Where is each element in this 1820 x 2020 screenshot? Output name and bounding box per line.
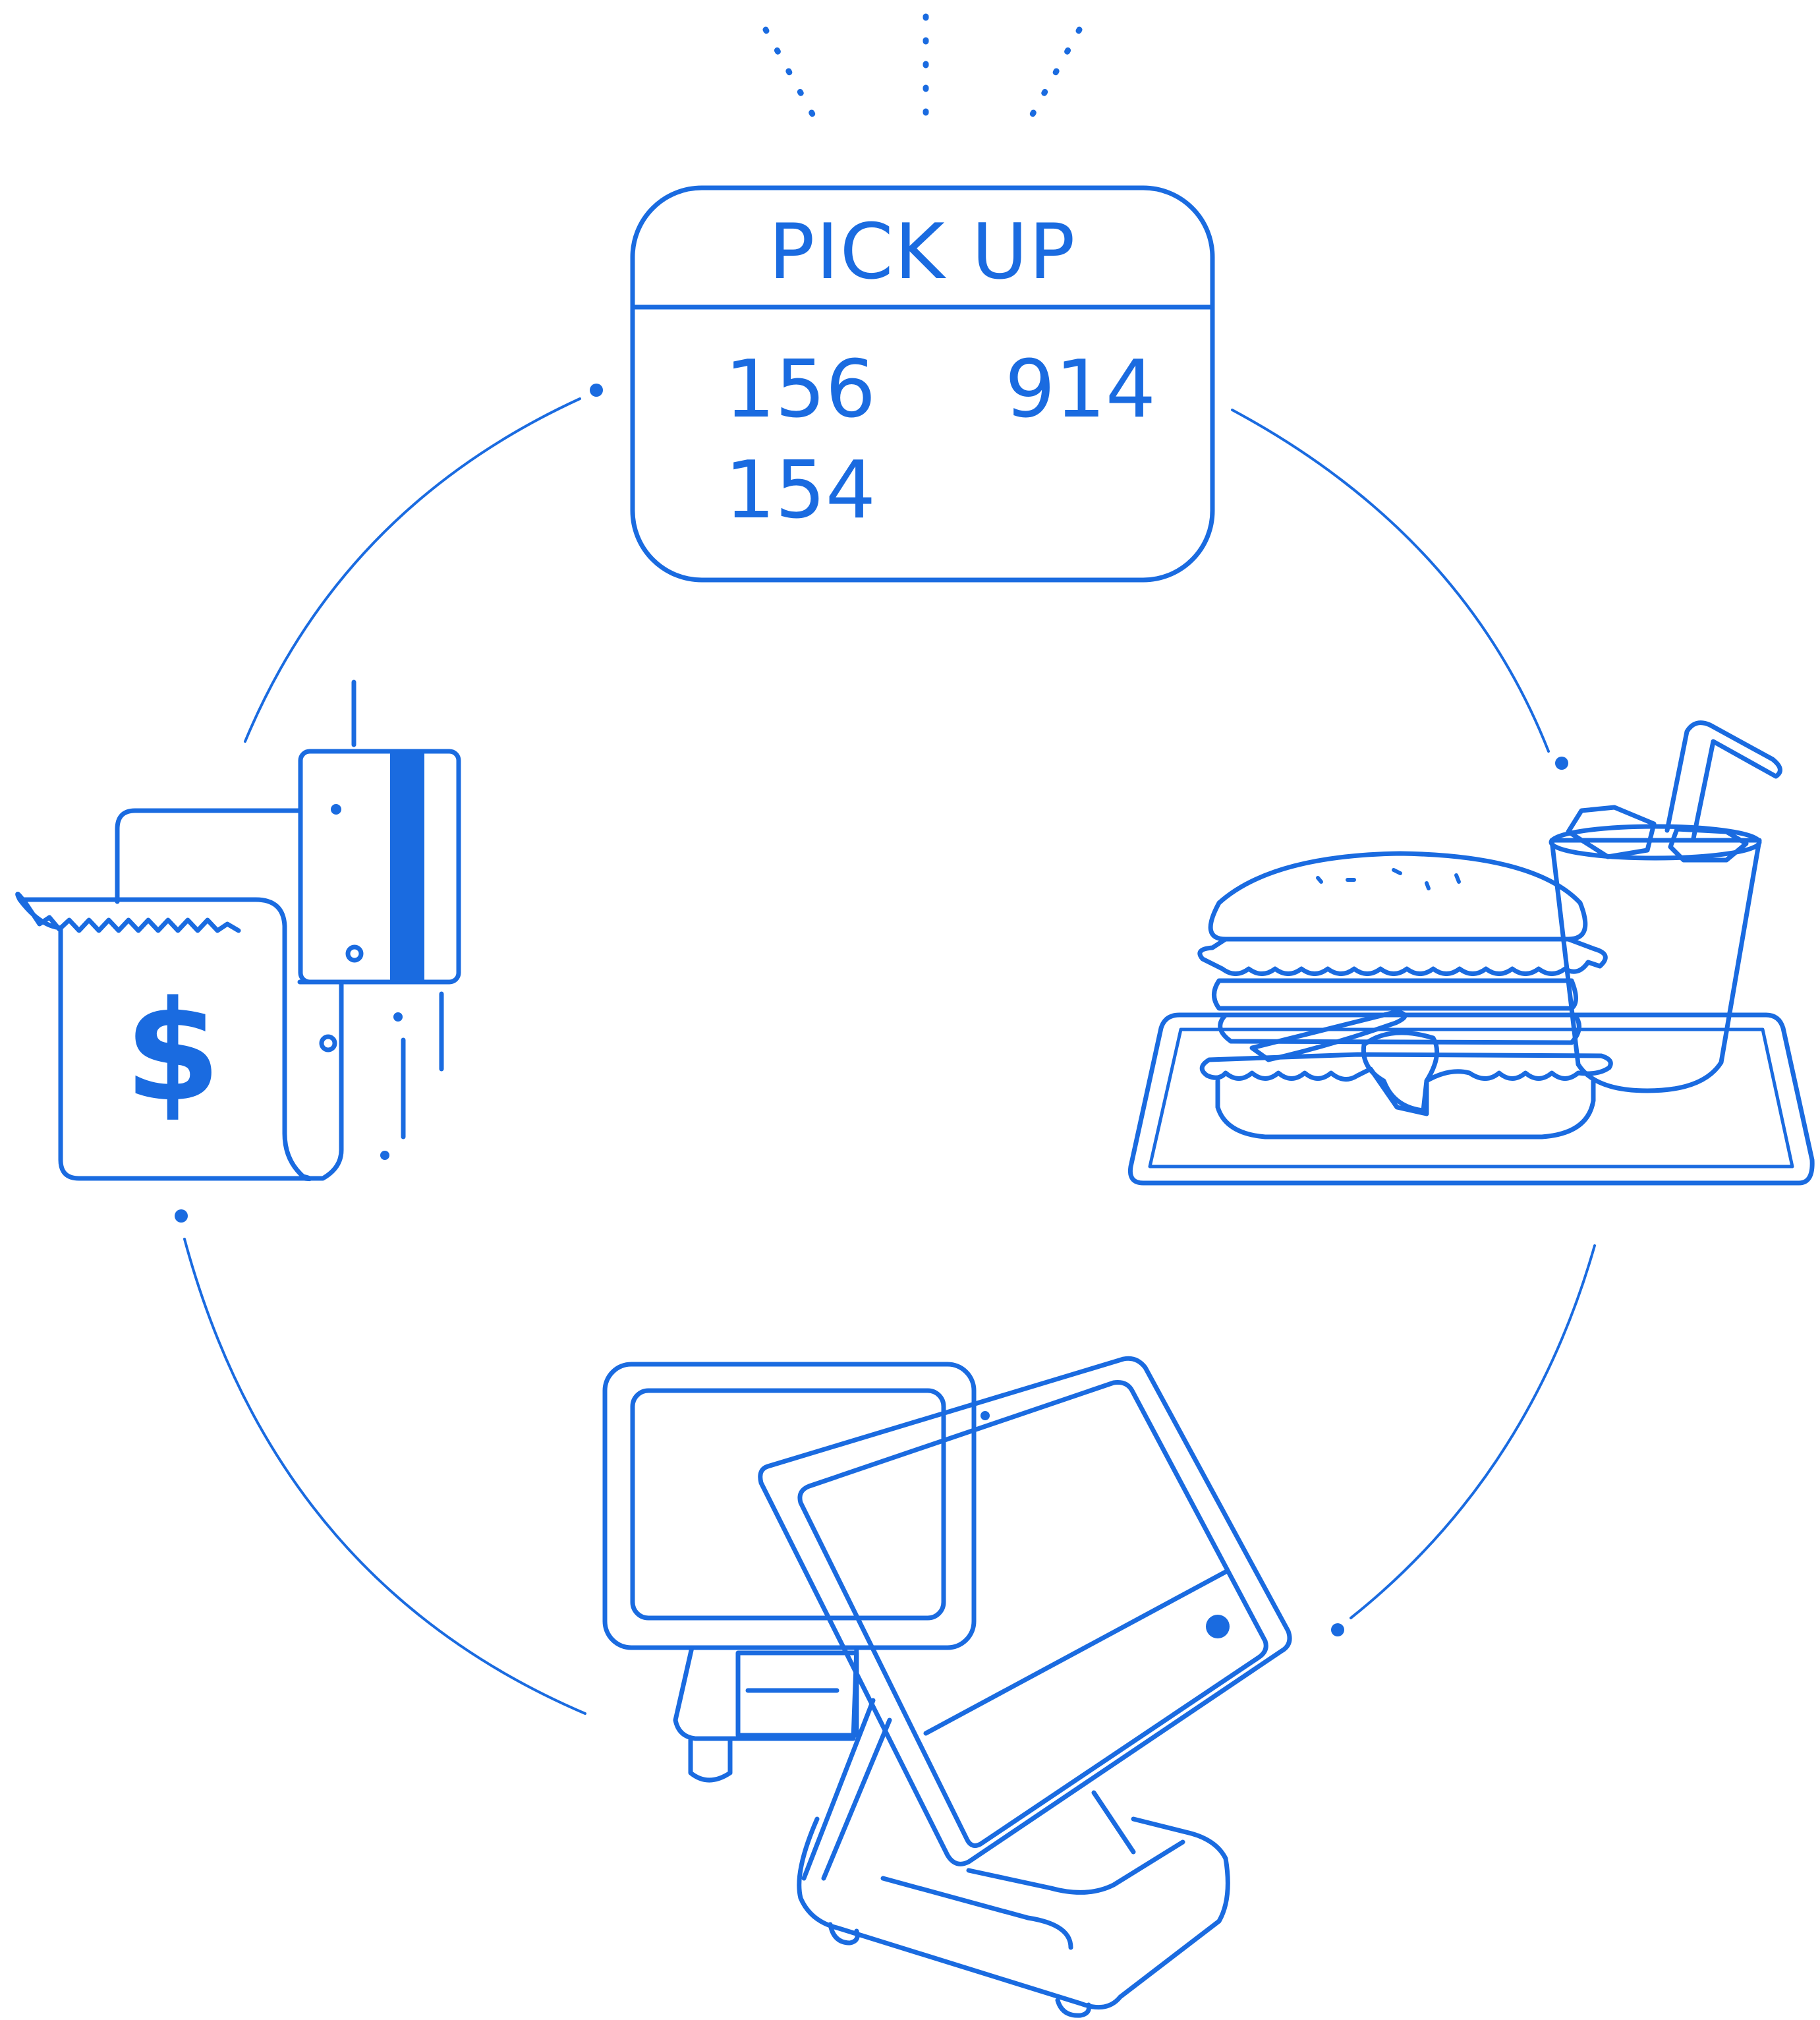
pos-base-top: [966, 1839, 1185, 1895]
receipt-icon: [15, 892, 312, 1182]
pickup-number: 154: [725, 445, 876, 536]
arc-bottom-right: [1350, 1244, 1596, 1619]
tray-inner-rim: [1148, 1027, 1794, 1169]
pos-tablet-bezel: [923, 1569, 1228, 1736]
pos-base: [797, 1816, 1230, 2010]
burger-patty: [1212, 978, 1578, 1011]
pickup-number: 156: [725, 344, 876, 436]
cycle-dots: [175, 384, 1568, 1636]
pos-tablet-icon: [758, 1356, 1292, 1866]
kitchen-display-foot: [688, 1737, 733, 1783]
pos-camera: [981, 1411, 990, 1420]
cheese-slice: [1218, 1012, 1581, 1045]
meal-group: [1127, 720, 1815, 1186]
burger-bottom-bun: [1215, 1078, 1596, 1140]
pos-tablet-screen: [797, 1380, 1268, 1848]
tray-icon: [1127, 1012, 1815, 1186]
sesame-seeds: [1316, 868, 1461, 890]
arc-top-left: [244, 397, 581, 743]
straw: [1664, 720, 1782, 841]
pickup-title: PICK UP: [769, 208, 1077, 297]
lettuce-leaf: [1361, 1030, 1440, 1113]
card-stripe: [390, 753, 424, 981]
kitchen-display-screen: [630, 1388, 946, 1621]
ray-right: [1021, 26, 1083, 132]
ice-cube: [1566, 805, 1657, 859]
motion-dot: [393, 1012, 403, 1022]
payment-group: [15, 679, 461, 1182]
ice-cube: [1668, 826, 1749, 863]
tomato-curl: [1249, 1009, 1408, 1062]
dollar-sign-icon: $: [125, 971, 221, 1132]
pos-base-foot: [1055, 1998, 1091, 2018]
arc-bottom-left: [183, 1238, 586, 1715]
cycle-dot: [590, 384, 603, 397]
card-hole: [345, 944, 364, 963]
pickup-number: 914: [1005, 344, 1156, 436]
cycle-dot: [175, 1209, 188, 1223]
receipt-hole: [319, 1034, 337, 1053]
pickup-board: [630, 185, 1215, 583]
pickup-board-frame: [630, 185, 1215, 583]
arc-top-right: [1231, 409, 1550, 753]
receipt-slot: [880, 1876, 1073, 1950]
pos-base-foot: [828, 1922, 860, 1946]
pos-home-button: [1206, 1615, 1230, 1638]
burger-icon: [1208, 851, 1588, 942]
pos-stand: [801, 1698, 1136, 1881]
credit-card-icon: [298, 749, 461, 985]
announcement-rays: [762, 13, 1083, 132]
lettuce-top: [1197, 937, 1608, 976]
drink-cup-icon: [1549, 838, 1762, 1093]
cycle-dot: [1555, 757, 1568, 770]
receipt-back-icon: [115, 808, 344, 1181]
kitchen-display-drawer: [735, 1650, 859, 1738]
cycle-dot: [1331, 1623, 1344, 1636]
kitchen-display-icon: [602, 1362, 977, 1650]
ray-left: [762, 26, 824, 132]
pos-group: [602, 1356, 1292, 2018]
motion-dot: [380, 1151, 389, 1160]
kitchen-display-stand: [673, 1645, 859, 1741]
card-chip-dot: [331, 804, 341, 815]
cycle-arcs: [183, 397, 1596, 1715]
